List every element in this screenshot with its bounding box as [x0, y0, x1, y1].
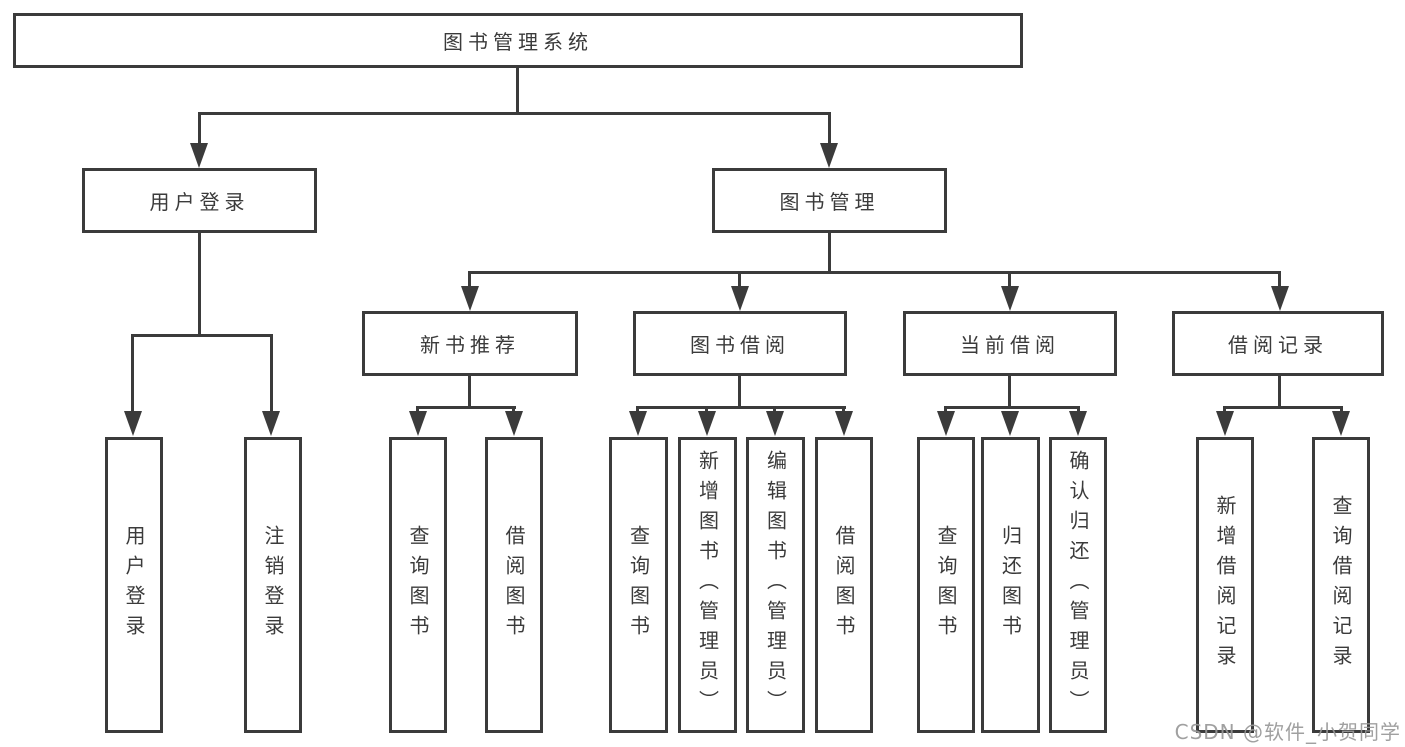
leaf-label: 新增借阅记录 — [1213, 495, 1237, 675]
connector-stem — [1340, 406, 1343, 414]
node-new-book-recommend: 新书推荐 — [362, 311, 578, 376]
connector-stem — [1278, 271, 1281, 288]
node-borrow-records: 借阅记录 — [1172, 311, 1384, 376]
arrowhead — [731, 286, 749, 311]
connector-stem — [416, 406, 419, 414]
arrowhead — [1001, 286, 1019, 311]
connector-borrow-bar — [636, 406, 846, 409]
leaf-edit-books-admin: 编辑图书（管理员） — [746, 437, 805, 733]
node-current-borrow: 当前借阅 — [903, 311, 1117, 376]
csdn-watermark: CSDN @软件_小贺同学 — [1174, 720, 1401, 744]
connector-stem — [705, 406, 708, 414]
leaf-confirm-return-admin: 确认归还（管理员） — [1049, 437, 1107, 733]
connector-stem — [842, 406, 845, 414]
node-book-borrow: 图书借阅 — [633, 311, 847, 376]
connector-stem — [512, 406, 515, 414]
leaf-query-books-1: 查询图书 — [389, 437, 447, 733]
leaf-label: 查询图书 — [626, 525, 651, 645]
leaf-label: 借阅图书 — [502, 525, 526, 645]
connector-stem — [738, 376, 741, 409]
leaf-borrow-books-1: 借阅图书 — [485, 437, 543, 733]
arrowhead — [190, 143, 208, 168]
connector-stem — [944, 406, 947, 414]
connector-level2-bar — [198, 112, 831, 115]
arrowhead — [1069, 411, 1087, 436]
connector-stem — [1008, 271, 1011, 288]
arrowhead — [835, 411, 853, 436]
leaf-user-login: 用户登录 — [105, 437, 163, 733]
leaf-label: 查询图书 — [934, 525, 958, 645]
leaf-add-books-admin: 新增图书（管理员） — [678, 437, 737, 733]
node-book-management: 图书管理 — [712, 168, 947, 233]
arrowhead — [409, 411, 427, 436]
connector-stem — [468, 271, 471, 288]
connector-level3-bar — [468, 271, 1281, 274]
connector-stem — [1077, 406, 1080, 414]
connector-stem — [828, 233, 831, 274]
arrowhead — [124, 411, 142, 436]
leaf-return-books: 归还图书 — [981, 437, 1040, 733]
arrowhead — [505, 411, 523, 436]
arrowhead — [820, 143, 838, 168]
connector-current-bar — [944, 406, 1080, 409]
arrowhead — [766, 411, 784, 436]
leaf-label: 归还图书 — [998, 525, 1023, 645]
leaf-query-borrow-record: 查询借阅记录 — [1312, 437, 1370, 733]
leaf-label: 查询借阅记录 — [1329, 495, 1353, 675]
connector-stem — [636, 406, 639, 414]
leaf-label: 查询图书 — [406, 525, 430, 645]
leaf-label: 借阅图书 — [832, 525, 856, 645]
arrowhead — [1332, 411, 1350, 436]
leaf-add-borrow-record: 新增借阅记录 — [1196, 437, 1254, 733]
connector-records-bar — [1223, 406, 1343, 409]
connector-stem — [773, 406, 776, 414]
arrowhead — [1001, 411, 1019, 436]
arrowhead — [698, 411, 716, 436]
leaf-label: 用户登录 — [122, 525, 146, 645]
connector-stem — [828, 112, 831, 145]
node-user-login: 用户登录 — [82, 168, 317, 233]
connector-stem — [198, 112, 201, 145]
arrowhead — [937, 411, 955, 436]
node-root: 图书管理系统 — [13, 13, 1023, 68]
connector-stem — [1008, 376, 1011, 409]
leaf-query-books-2: 查询图书 — [609, 437, 668, 733]
leaf-query-books-3: 查询图书 — [917, 437, 975, 733]
connector-stem — [131, 334, 134, 412]
connector-recommend-bar — [416, 406, 516, 409]
connector-stem — [738, 271, 741, 288]
arrowhead — [461, 286, 479, 311]
connector-stem — [270, 334, 273, 412]
leaf-label: 新增图书（管理员） — [695, 450, 720, 720]
arrowhead — [1271, 286, 1289, 311]
connector-root-stem — [516, 68, 519, 115]
leaf-logout: 注销登录 — [244, 437, 302, 733]
connector-stem — [1278, 376, 1281, 409]
connector-stem — [1223, 406, 1226, 414]
connector-login-bar — [131, 334, 273, 337]
arrowhead — [1216, 411, 1234, 436]
arrowhead — [262, 411, 280, 436]
leaf-label: 编辑图书（管理员） — [763, 450, 788, 720]
leaf-label: 确认归还（管理员） — [1066, 450, 1090, 720]
connector-stem — [468, 376, 471, 409]
arrowhead — [629, 411, 647, 436]
leaf-label: 注销登录 — [261, 525, 285, 645]
leaf-borrow-books-2: 借阅图书 — [815, 437, 873, 733]
connector-stem — [198, 233, 201, 337]
